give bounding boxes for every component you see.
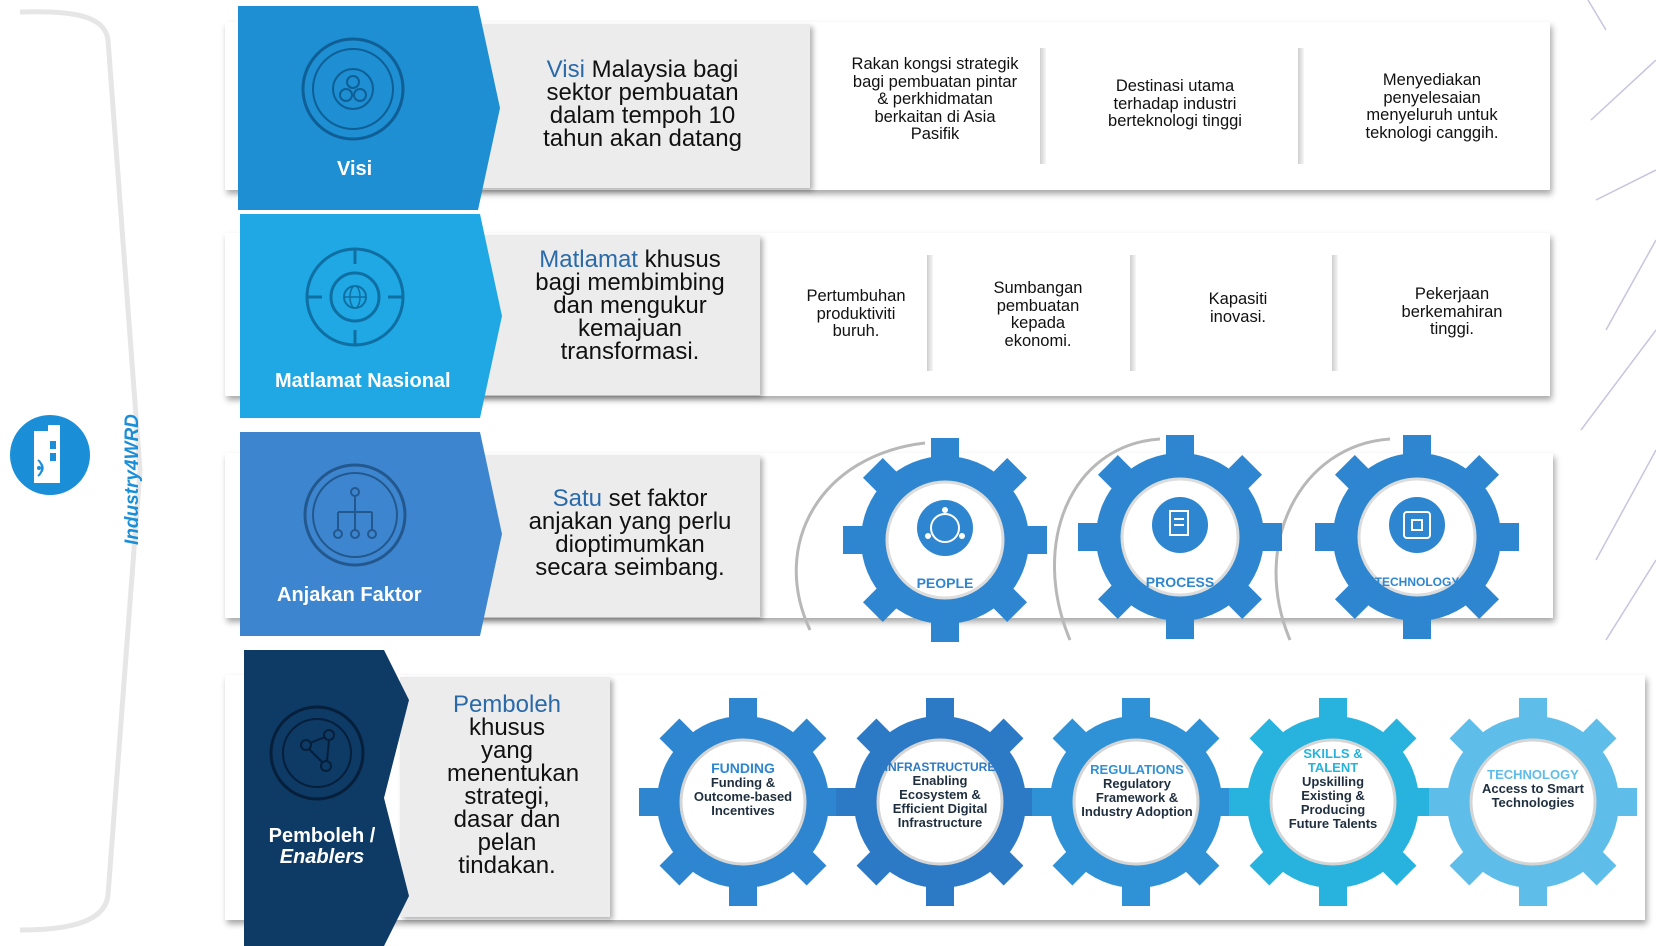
gear-label-process: PROCESS bbox=[1145, 574, 1215, 590]
divider bbox=[1332, 255, 1338, 371]
matlamat-tab bbox=[240, 214, 502, 418]
pemboleh-tab-label-2: Enablers bbox=[279, 846, 365, 868]
gear-funding bbox=[639, 698, 847, 906]
matlamat-desc-text: khusus bagi membimbing dan mengukur kema… bbox=[535, 246, 725, 365]
matlamat-description: Matlamat khusus bagi membimbing dan meng… bbox=[535, 246, 725, 365]
visi-item-2: Destinasi utama terhadap industri bertek… bbox=[1108, 77, 1242, 130]
enabler-regulations-body: Regulatory Framework & Industry Adoption bbox=[1081, 776, 1193, 819]
cycle-arrows bbox=[794, 437, 1391, 641]
anjakan-desc-text: set faktor anjakan yang perlu dioptimumk… bbox=[528, 485, 732, 581]
enabler-skills-text: SKILLS & TALENT Upskilling Existing & Pr… bbox=[1283, 747, 1383, 831]
pemboleh-tab-label-1: Pemboleh / bbox=[268, 825, 376, 847]
pemboleh-description: Pemboleh khusus yang menentukan strategi… bbox=[447, 691, 579, 878]
enabler-skills-body: Upskilling Existing & Producing Future T… bbox=[1288, 774, 1378, 831]
matlamat-item-4: Pekerjaan berkemahiran tinggi. bbox=[1401, 285, 1503, 338]
gear-technology-enabler bbox=[1429, 698, 1637, 906]
visi-desc-box bbox=[470, 24, 810, 188]
industry4wrd-logo bbox=[10, 415, 90, 495]
gear-people bbox=[843, 438, 1047, 642]
anjakan-desc-box bbox=[470, 455, 760, 617]
enabler-funding-body: Funding & Outcome-based Incentives bbox=[693, 775, 793, 818]
divider bbox=[1130, 255, 1136, 371]
brand-name: Industry4WRD bbox=[122, 414, 143, 545]
visi-description: Visi Malaysia bagi sektor pembuatan dala… bbox=[525, 56, 760, 152]
enabler-regulations-title: REGULATIONS bbox=[1090, 762, 1184, 777]
gear-label-people: PEOPLE bbox=[916, 575, 974, 591]
enabler-funding-title: FUNDING bbox=[711, 760, 775, 776]
visi-desc-text: Malaysia bagi sektor pembuatan dalam tem… bbox=[543, 56, 742, 152]
anjakan-tab-label: Anjakan Faktor bbox=[277, 584, 422, 606]
enabler-infrastructure-body: Enabling Ecosystem & Efficient Digital I… bbox=[892, 773, 988, 830]
matlamat-item-2: Sumbangan pembuatan kepada ekonomi. bbox=[993, 279, 1083, 350]
pemboleh-tab bbox=[244, 650, 409, 946]
pemboleh-desc-box bbox=[400, 677, 610, 917]
anjakan-desc-highlight: Satu bbox=[552, 485, 602, 512]
divider bbox=[1040, 48, 1046, 164]
visi-desc-highlight: Visi bbox=[546, 56, 585, 83]
brand-bracket bbox=[19, 9, 143, 933]
divider bbox=[1298, 48, 1304, 164]
gear-process bbox=[1078, 435, 1282, 639]
matlamat-tab-label: Matlamat Nasional bbox=[275, 370, 451, 392]
enabler-technology-title: TECHNOLOGY bbox=[1487, 767, 1579, 782]
matlamat-desc-highlight: Matlamat bbox=[539, 246, 638, 273]
gear-regulations bbox=[1032, 698, 1240, 906]
background-lines bbox=[1580, 0, 1656, 641]
anjakan-description: Satu set faktor anjakan yang perlu diopt… bbox=[525, 485, 735, 581]
enabler-funding-text: FUNDING Funding & Outcome-based Incentiv… bbox=[688, 760, 798, 818]
anjakan-tab bbox=[240, 432, 502, 636]
gear-infrastructure bbox=[836, 698, 1044, 906]
enabler-infrastructure-text: INFRASTRUCTURE Enabling Ecosystem & Effi… bbox=[880, 760, 1000, 830]
pemboleh-tab-label: Pemboleh / Enablers bbox=[262, 826, 382, 868]
enabler-skills-title: SKILLS & TALENT bbox=[1303, 746, 1363, 775]
enabler-technology-text: TECHNOLOGY Access to Smart Technologies bbox=[1480, 767, 1586, 810]
enabler-technology-body: Access to Smart Technologies bbox=[1482, 781, 1584, 810]
matlamat-desc-box bbox=[470, 235, 760, 395]
visi-tab bbox=[238, 6, 500, 210]
anjakan-gears bbox=[794, 435, 1519, 642]
gear-skills-talent bbox=[1229, 698, 1437, 906]
matlamat-item-3: Kapasiti inovasi. bbox=[1208, 290, 1268, 326]
pemboleh-desc-text: khusus yang menentukan strategi, dasar d… bbox=[447, 714, 580, 879]
divider bbox=[927, 255, 933, 371]
matlamat-item-1: Pertumbuhan produktiviti buruh. bbox=[806, 287, 906, 340]
enabler-gears bbox=[639, 698, 1637, 906]
visi-item-3: Menyediakan penyelesaian menyeluruh untu… bbox=[1365, 71, 1499, 142]
visi-item-1: Rakan kongsi strategik bagi pembuatan pi… bbox=[851, 55, 1019, 143]
gear-label-technology: TECHNOLOGY bbox=[1374, 575, 1460, 589]
enabler-infrastructure-title: INFRASTRUCTURE bbox=[884, 760, 996, 774]
visi-tab-label: Visi bbox=[337, 158, 373, 180]
enabler-regulations-text: REGULATIONS Regulatory Framework & Indus… bbox=[1081, 762, 1193, 819]
gear-technology bbox=[1315, 435, 1519, 639]
pemboleh-desc-highlight: Pemboleh bbox=[452, 691, 562, 718]
